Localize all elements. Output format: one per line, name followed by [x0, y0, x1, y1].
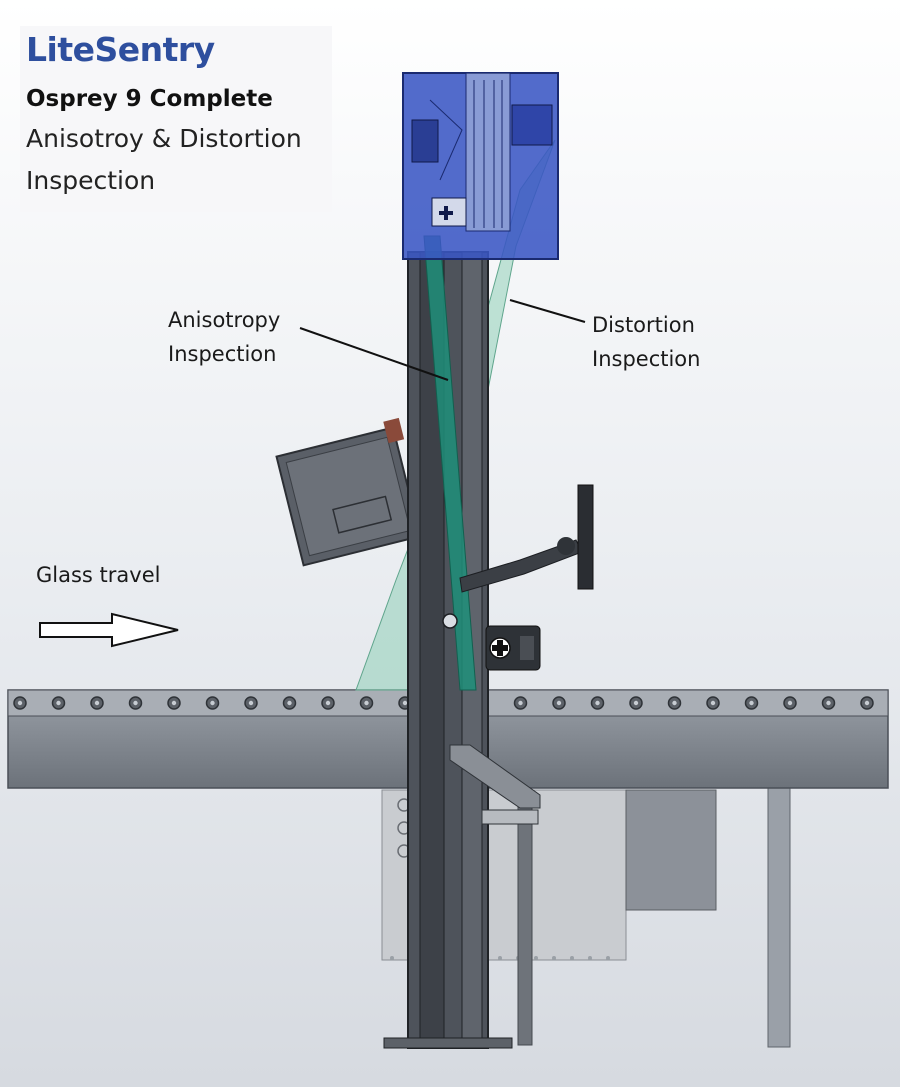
roller-hub	[287, 700, 292, 706]
roller-hub	[325, 700, 331, 706]
column-base	[383, 1037, 513, 1049]
roller-hub	[826, 700, 831, 706]
distortion-beam	[355, 139, 556, 691]
roller-hub	[672, 700, 677, 706]
roller-hub	[133, 700, 138, 706]
anisotropy-leader-line	[299, 327, 449, 381]
reflector-bracket	[449, 744, 541, 825]
roller-hub	[595, 700, 600, 706]
subtitle-line-2: Inspection	[26, 166, 156, 195]
distortion-leader-line	[509, 299, 586, 323]
brand-logo-text: LiteSentry	[26, 30, 215, 69]
sensor-head	[402, 72, 559, 260]
distortion-label: Distortion Inspection	[592, 308, 700, 376]
roller-hub	[864, 700, 870, 706]
conveyor-leg	[517, 804, 533, 1046]
glass-travel-label: Glass travel	[36, 563, 161, 587]
roller-hub	[518, 700, 523, 706]
distortion-label-line-2: Inspection	[592, 347, 701, 371]
sensor-node	[442, 613, 458, 629]
conveyor-rollers	[13, 696, 874, 710]
subtitle-line-1: Anisotroy & Distortion	[26, 124, 302, 153]
title-panel	[20, 26, 332, 212]
distortion-label-line-1: Distortion	[592, 313, 695, 337]
roller-hub	[749, 700, 754, 706]
roller-hub	[787, 700, 793, 706]
monitor	[577, 484, 594, 590]
roller-hub	[248, 700, 254, 706]
model-name: Osprey 9 Complete	[26, 86, 273, 112]
lamp-module	[485, 625, 541, 671]
side-camera-unit	[275, 417, 422, 567]
glass-travel-arrow-icon	[39, 612, 179, 648]
roller-hub	[556, 700, 562, 706]
roller-hub	[94, 700, 100, 706]
roller-hub	[402, 700, 408, 706]
anisotropy-label: Anisotropy Inspection	[168, 303, 280, 371]
roller-hub	[210, 700, 215, 706]
roller-hub	[171, 700, 177, 706]
roller-hub	[710, 700, 716, 706]
conveyor-leg	[767, 784, 791, 1048]
anisotropy-label-line-2: Inspection	[168, 342, 277, 366]
roller-hub	[633, 700, 639, 706]
roller-hub	[56, 700, 61, 706]
roller-hub	[364, 700, 369, 706]
anisotropy-label-line-1: Anisotropy	[168, 308, 281, 332]
roller-hub	[17, 700, 23, 706]
